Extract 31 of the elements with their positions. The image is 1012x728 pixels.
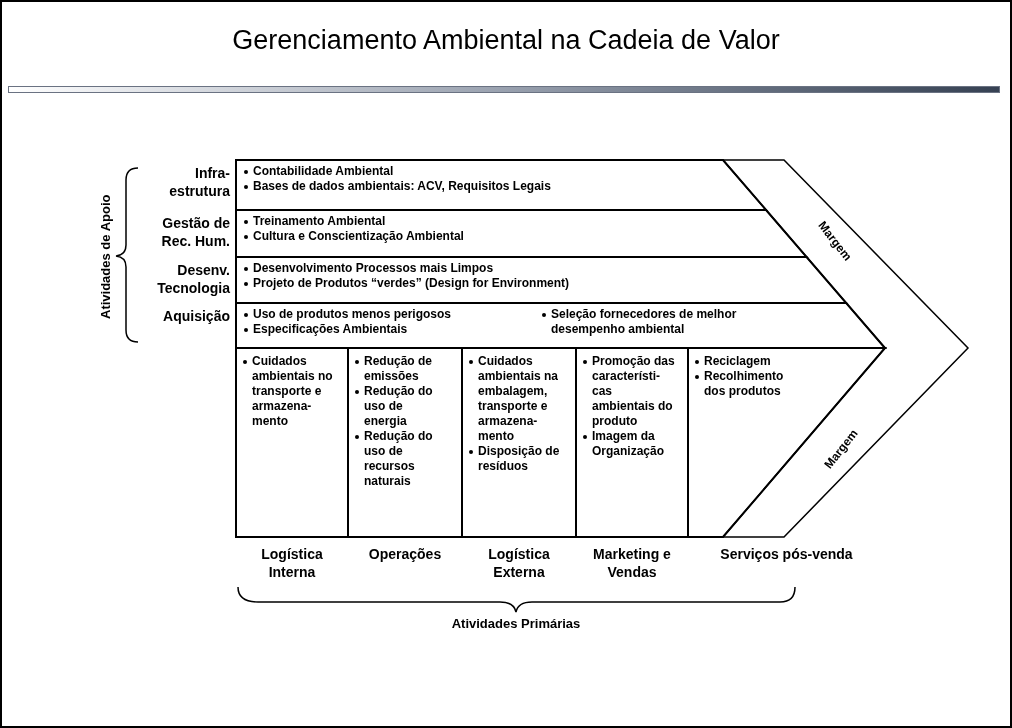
bullet-text: Disposição de resíduos	[478, 444, 561, 474]
group-label: Atividades de Apoio	[97, 193, 115, 321]
title: Gerenciamento Ambiental na Cadeia de Valor	[231, 24, 781, 57]
activity-label: Serviços pós-venda	[719, 545, 854, 563]
group-label: Atividades Primárias	[450, 615, 582, 633]
bullet-text: Reciclagem	[704, 354, 771, 369]
activity-label: Desenv. Tecnologia	[156, 261, 230, 297]
activity-label: Logística Interna	[260, 545, 324, 581]
bullet-text: Cuidados ambientais no transporte e armazena-mento	[252, 354, 334, 429]
bullet-text: Bases de dados ambientais: ACV, Requisitos Legais	[253, 179, 551, 194]
bullet-text: Seleção fornecedores de melhor desempenho ambiental	[551, 307, 738, 337]
activity-label: Aquisição	[162, 307, 230, 325]
bullet-text: Desenvolvimento Processos mais Limpos	[253, 261, 494, 276]
bullet-text: Cuidados ambientais na embalagem, transporte e armazena-mento	[478, 354, 560, 444]
activity-label: Logística Externa	[487, 545, 551, 581]
bullet-text: Contabilidade Ambiental	[253, 164, 394, 179]
bullet-text: Redução do uso de energia	[364, 384, 434, 429]
activity-label: Operações	[367, 545, 443, 563]
bullet-text: Especificações Ambientais	[253, 322, 408, 337]
activity-label: Gestão de Rec. Hum.	[160, 214, 230, 250]
bullet-text: Projeto de Produtos “verdes” (Design for Environment)	[253, 276, 570, 291]
bullet-text: Imagem da Organização	[592, 429, 666, 459]
bullet-text: Redução de emissões	[364, 354, 433, 384]
bullet-text: Uso de produtos menos perigosos	[253, 307, 452, 322]
bullet-text: Redução do uso de recursos naturais	[364, 429, 434, 489]
activity-label: Marketing e Vendas	[592, 545, 672, 581]
bullet-text: Treinamento Ambiental	[253, 214, 386, 229]
bullet-text: Recolhimento dos produtos	[704, 369, 785, 399]
bullet-text: Cultura e Conscientização Ambiental	[253, 229, 464, 244]
bullet-text: Promoção das característi-cas ambientais do produto	[592, 354, 676, 429]
activity-label: Infra-estrutura	[168, 164, 230, 200]
